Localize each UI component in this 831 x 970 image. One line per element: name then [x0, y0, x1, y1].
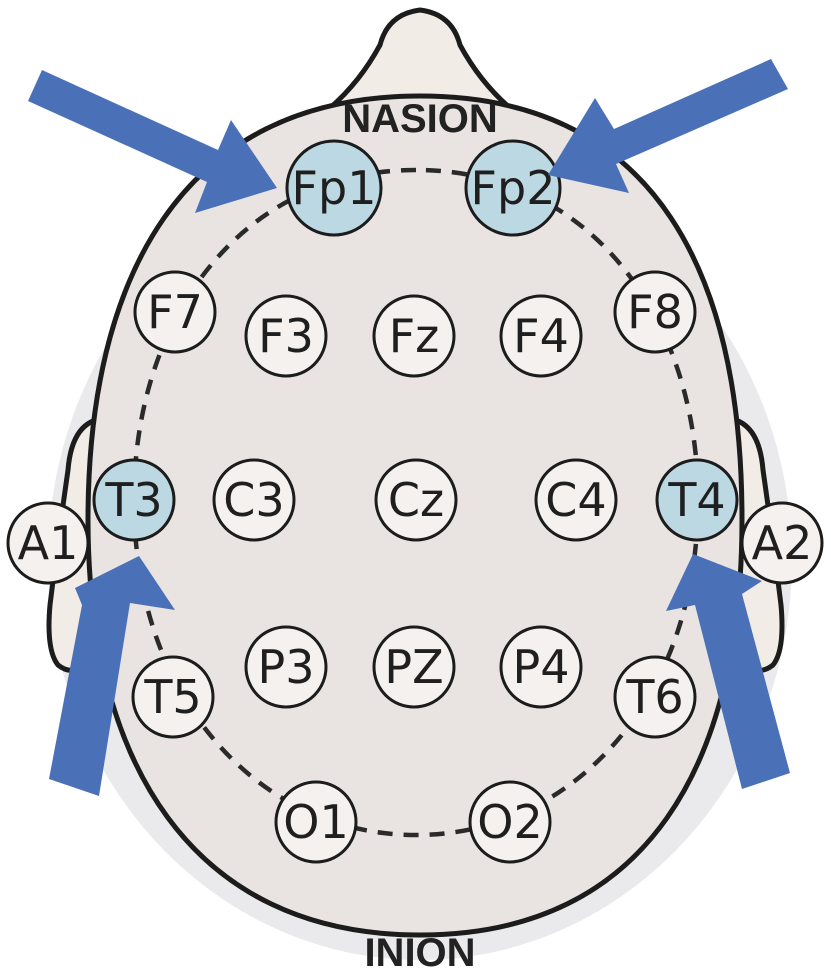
- electrode-a1-label: A1: [18, 516, 79, 570]
- electrode-f4: F4: [499, 294, 583, 378]
- electrode-fz-label: Fz: [389, 309, 440, 363]
- electrode-f3-circle: [244, 294, 328, 378]
- electrode-c3-circle: [212, 458, 296, 542]
- electrode-o2-circle: [468, 780, 552, 864]
- electrode-f7-label: F7: [147, 285, 203, 339]
- inion-label: INION: [364, 931, 475, 970]
- electrode-o1: O1: [274, 780, 358, 864]
- electrode-cz-circle: [374, 458, 458, 542]
- electrode-f3: F3: [244, 294, 328, 378]
- electrode-fp1-label: Fp1: [292, 161, 377, 215]
- electrode-f8: F8: [613, 270, 697, 354]
- electrode-f7-circle: [133, 270, 217, 354]
- electrode-c3-label: C3: [223, 473, 284, 527]
- electrode-t5-circle: [131, 655, 215, 739]
- electrode-f8-label: F8: [627, 285, 683, 339]
- electrode-f4-label: F4: [513, 309, 569, 363]
- electrode-pz-circle: [372, 625, 456, 709]
- electrode-o1-label: O1: [283, 795, 348, 849]
- electrode-p3: P3: [244, 625, 328, 709]
- electrode-t3-label: T3: [104, 473, 162, 527]
- electrode-c4-circle: [534, 458, 618, 542]
- electrode-t6: T6: [613, 655, 697, 739]
- electrode-p3-circle: [244, 625, 328, 709]
- electrode-fz-circle: [372, 294, 456, 378]
- electrode-o2-label: O2: [477, 795, 542, 849]
- electrode-group: Fp1 Fp2 F7 F3 Fz F4 F8 A1: [6, 139, 824, 864]
- electrode-f4-circle: [499, 294, 583, 378]
- nose: [327, 7, 513, 111]
- electrode-t5-label: T5: [143, 670, 201, 724]
- electrode-fz: Fz: [372, 294, 456, 378]
- electrode-o2: O2: [468, 780, 552, 864]
- nasion-label: NASION: [342, 97, 498, 141]
- electrode-p4: P4: [499, 625, 583, 709]
- electrode-c3: C3: [212, 458, 296, 542]
- electrode-fp1: Fp1: [285, 139, 383, 237]
- electrode-p4-circle: [499, 625, 583, 709]
- electrode-a2-label: A2: [752, 516, 813, 570]
- electrode-f8-circle: [613, 270, 697, 354]
- electrode-fp2-circle: [464, 139, 562, 237]
- arrow-group: [28, 59, 790, 796]
- electrode-cz-label: Cz: [388, 473, 444, 527]
- electrode-fp2-label: Fp2: [471, 161, 556, 215]
- electrode-a2-circle: [740, 501, 824, 585]
- electrode-pz-label: PZ: [384, 640, 443, 694]
- electrode-t4-circle: [655, 458, 739, 542]
- arrow-to-t3: [49, 556, 175, 796]
- electrode-fp2: Fp2: [464, 139, 562, 237]
- electrode-p4-label: P4: [512, 640, 569, 694]
- electrode-o1-circle: [274, 780, 358, 864]
- electrode-t3-circle: [92, 458, 176, 542]
- electrode-f3-label: F3: [258, 309, 314, 363]
- electrode-f7: F7: [133, 270, 217, 354]
- electrode-a1-circle: [6, 501, 90, 585]
- electrode-pz: PZ: [372, 625, 456, 709]
- electrode-c4: C4: [534, 458, 618, 542]
- arrow-to-fp1: [28, 70, 277, 213]
- arrow-to-t4: [666, 554, 790, 789]
- electrode-t4-label: T4: [667, 473, 725, 527]
- electrode-cz: Cz: [374, 458, 458, 542]
- electrode-t3: T3: [92, 458, 176, 542]
- electrode-a1: A1: [6, 501, 90, 585]
- electrode-fp1-circle: [285, 139, 383, 237]
- electrode-t4: T4: [655, 458, 739, 542]
- electrode-t6-circle: [613, 655, 697, 739]
- electrode-t5: T5: [131, 655, 215, 739]
- arrow-to-fp2: [548, 59, 788, 193]
- electrode-a2: A2: [740, 501, 824, 585]
- electrode-p3-label: P3: [257, 640, 314, 694]
- electrode-t6-label: T6: [625, 670, 683, 724]
- electrode-c4-label: C4: [545, 473, 606, 527]
